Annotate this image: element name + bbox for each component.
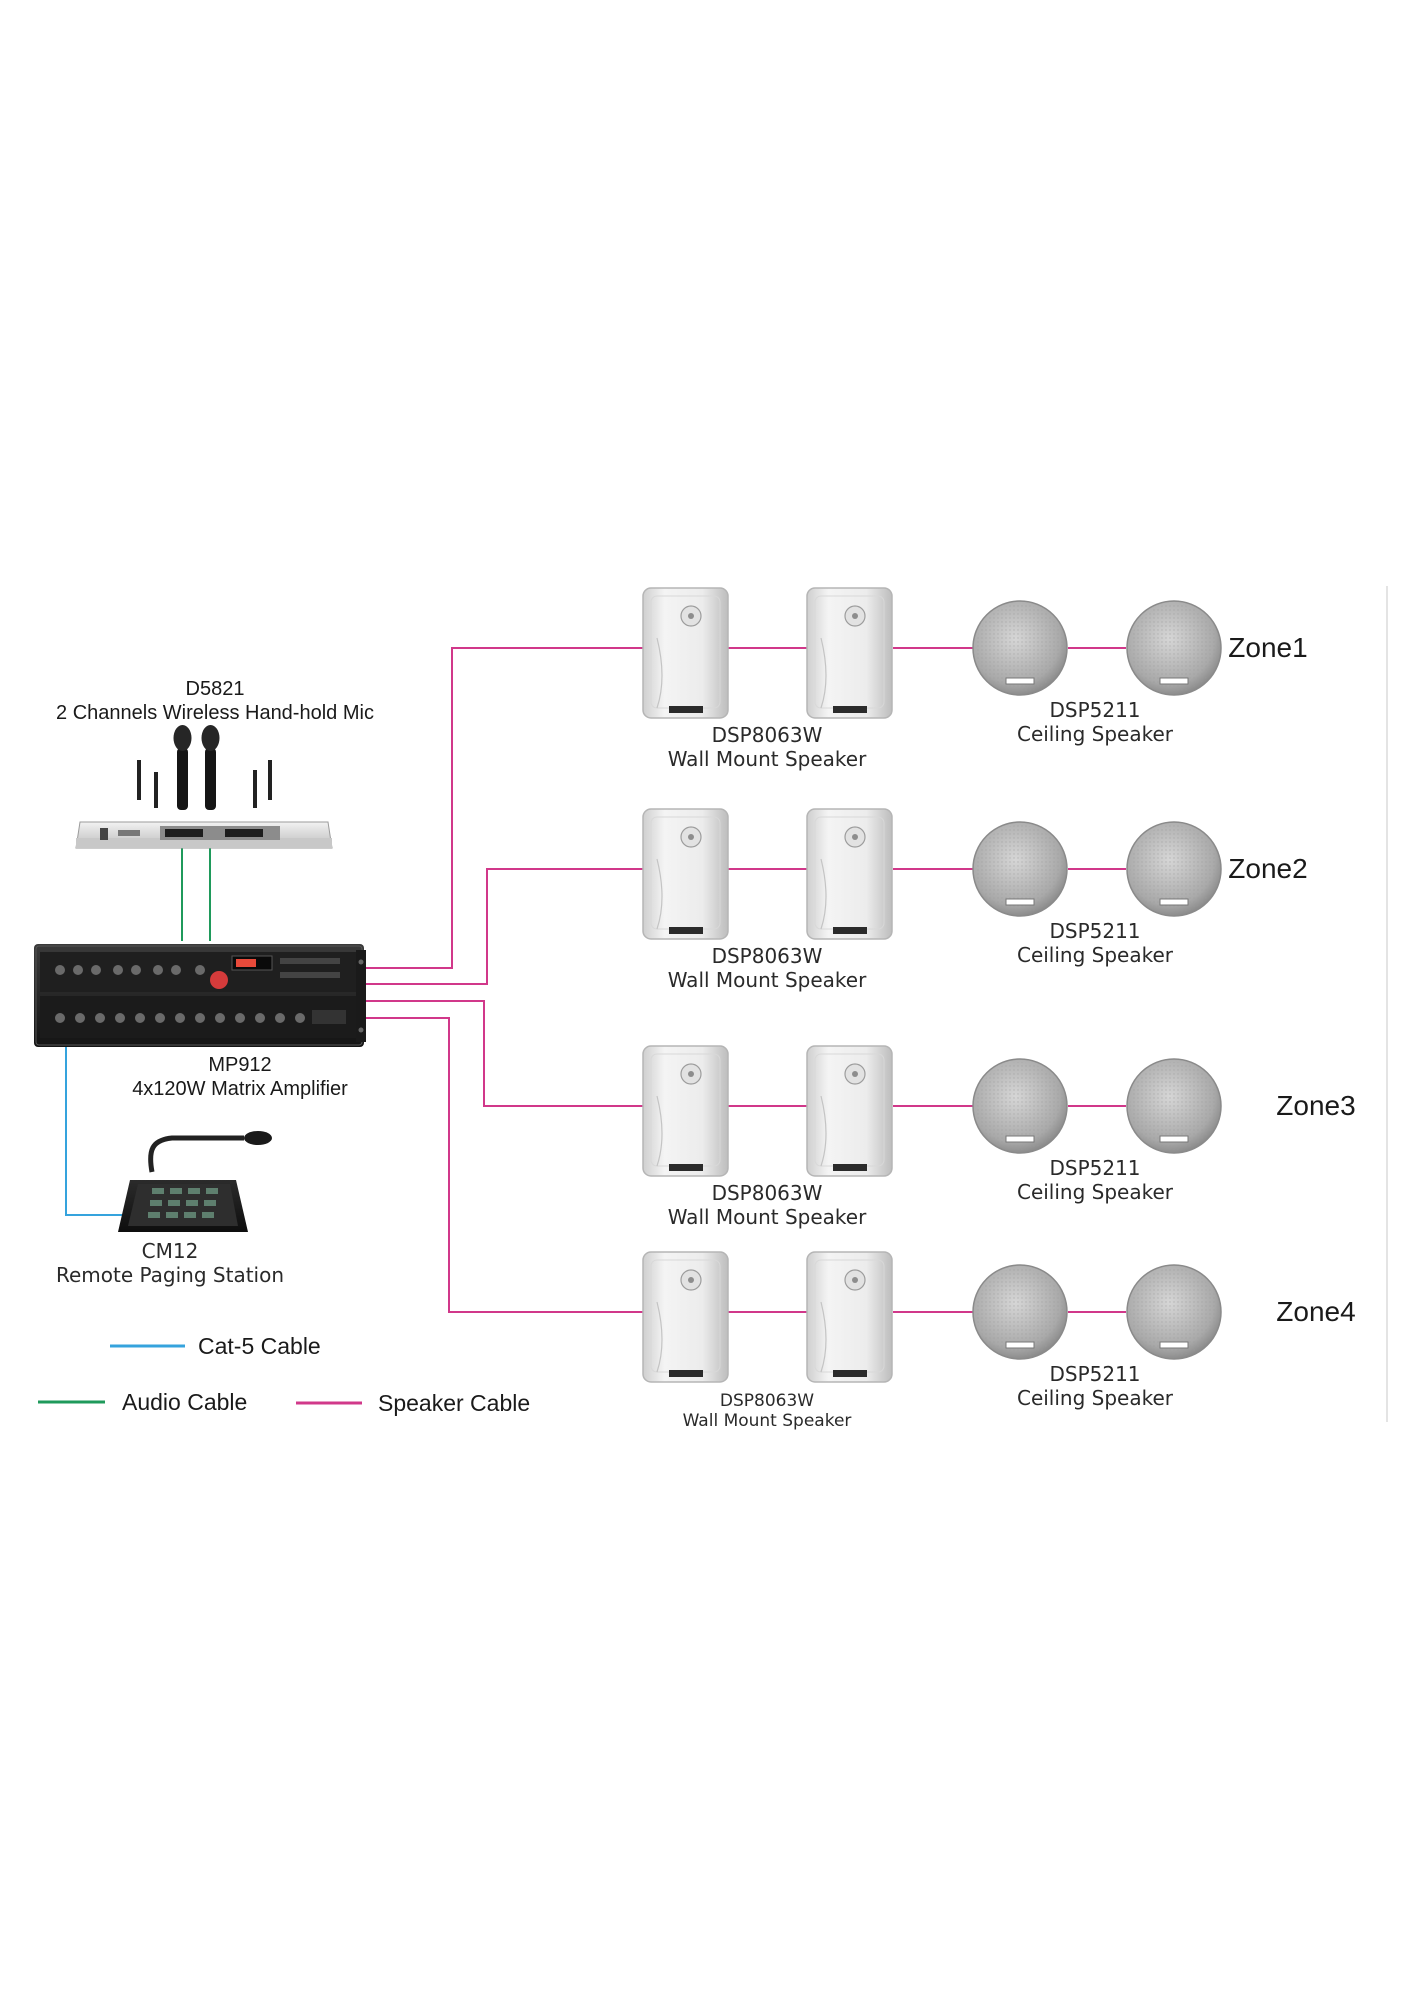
ceiling-speaker-model-label: DSP5211: [1049, 1362, 1140, 1386]
ceiling-speaker-icon: [1126, 1058, 1222, 1154]
wall-speaker-icon: [642, 808, 729, 940]
ceiling-speaker-icon: [972, 1264, 1068, 1360]
speaker-cable-zone4: [365, 1017, 643, 1313]
amplifier-description-label: 4x120W Matrix Amplifier: [132, 1078, 348, 1100]
wall-speaker-icon: [806, 808, 893, 940]
ceiling-speaker-icon: [1126, 1264, 1222, 1360]
ceiling-speaker-model-label: DSP5211: [1049, 1156, 1140, 1180]
wall-speaker-model-label: DSP8063W: [712, 723, 823, 747]
wall-speaker-description-label: Wall Mount Speaker: [668, 1205, 867, 1229]
legend: Cat-5 Cable Audio Cable Speaker Cable: [38, 1333, 530, 1416]
ceiling-speaker-model-label: DSP5211: [1049, 698, 1140, 722]
amplifier-model-label: MP912: [208, 1054, 271, 1076]
wall-speaker-icon: [806, 1045, 893, 1177]
legend-audio-label: Audio Cable: [122, 1389, 247, 1415]
speaker-cable-zone2: [365, 868, 643, 985]
zone-label: Zone1: [1228, 632, 1307, 663]
wall-speaker-description-label: Wall Mount Speaker: [683, 1411, 852, 1431]
wall-speaker-model-label: DSP8063W: [712, 944, 823, 968]
mic-description-label: 2 Channels Wireless Hand-hold Mic: [56, 702, 374, 724]
wall-speaker-model-label: DSP8063W: [720, 1391, 814, 1411]
speaker-cable-zone3: [365, 1000, 643, 1107]
ceiling-speaker-description-label: Ceiling Speaker: [1017, 1180, 1174, 1204]
wall-speaker-icon: [642, 1251, 729, 1383]
zone-label: Zone2: [1228, 853, 1307, 884]
paging-station-image: [118, 1131, 272, 1232]
ceiling-speaker-description-label: Ceiling Speaker: [1017, 722, 1174, 746]
zone-label: Zone4: [1276, 1296, 1355, 1327]
wall-speaker-icon: [642, 587, 729, 719]
audio-cables: [181, 847, 211, 941]
ceiling-speaker-icon: [1126, 600, 1222, 696]
wall-speaker-description-label: Wall Mount Speaker: [668, 968, 867, 992]
ceiling-speaker-icon: [1126, 821, 1222, 917]
wall-speaker-icon: [806, 1251, 893, 1383]
legend-cat5-label: Cat-5 Cable: [198, 1333, 321, 1359]
paging-model-label: CM12: [142, 1239, 199, 1263]
paging-description-label: Remote Paging Station: [56, 1263, 284, 1287]
mic-model-label: D5821: [186, 678, 245, 700]
wireless-mic-receiver-image: [75, 725, 333, 849]
cat5-cables: [65, 1046, 125, 1216]
ceiling-speaker-icon: [972, 821, 1068, 917]
ceiling-speaker-description-label: Ceiling Speaker: [1017, 1386, 1174, 1410]
wall-speaker-icon: [806, 587, 893, 719]
speaker-cable-zone1: [365, 647, 643, 969]
wall-speaker-model-label: DSP8063W: [712, 1181, 823, 1205]
speaker-cables: [365, 647, 1126, 1313]
wall-speaker-description-label: Wall Mount Speaker: [668, 747, 867, 771]
wall-speaker-icon: [642, 1045, 729, 1177]
ceiling-speaker-icon: [972, 600, 1068, 696]
ceiling-speaker-icon: [972, 1058, 1068, 1154]
zone-label: Zone3: [1276, 1090, 1355, 1121]
ceiling-speaker-model-label: DSP5211: [1049, 919, 1140, 943]
matrix-amplifier-image: [34, 944, 366, 1047]
ceiling-speaker-description-label: Ceiling Speaker: [1017, 943, 1174, 967]
cat5-cable: [65, 1046, 125, 1216]
legend-speaker-label: Speaker Cable: [378, 1390, 530, 1416]
